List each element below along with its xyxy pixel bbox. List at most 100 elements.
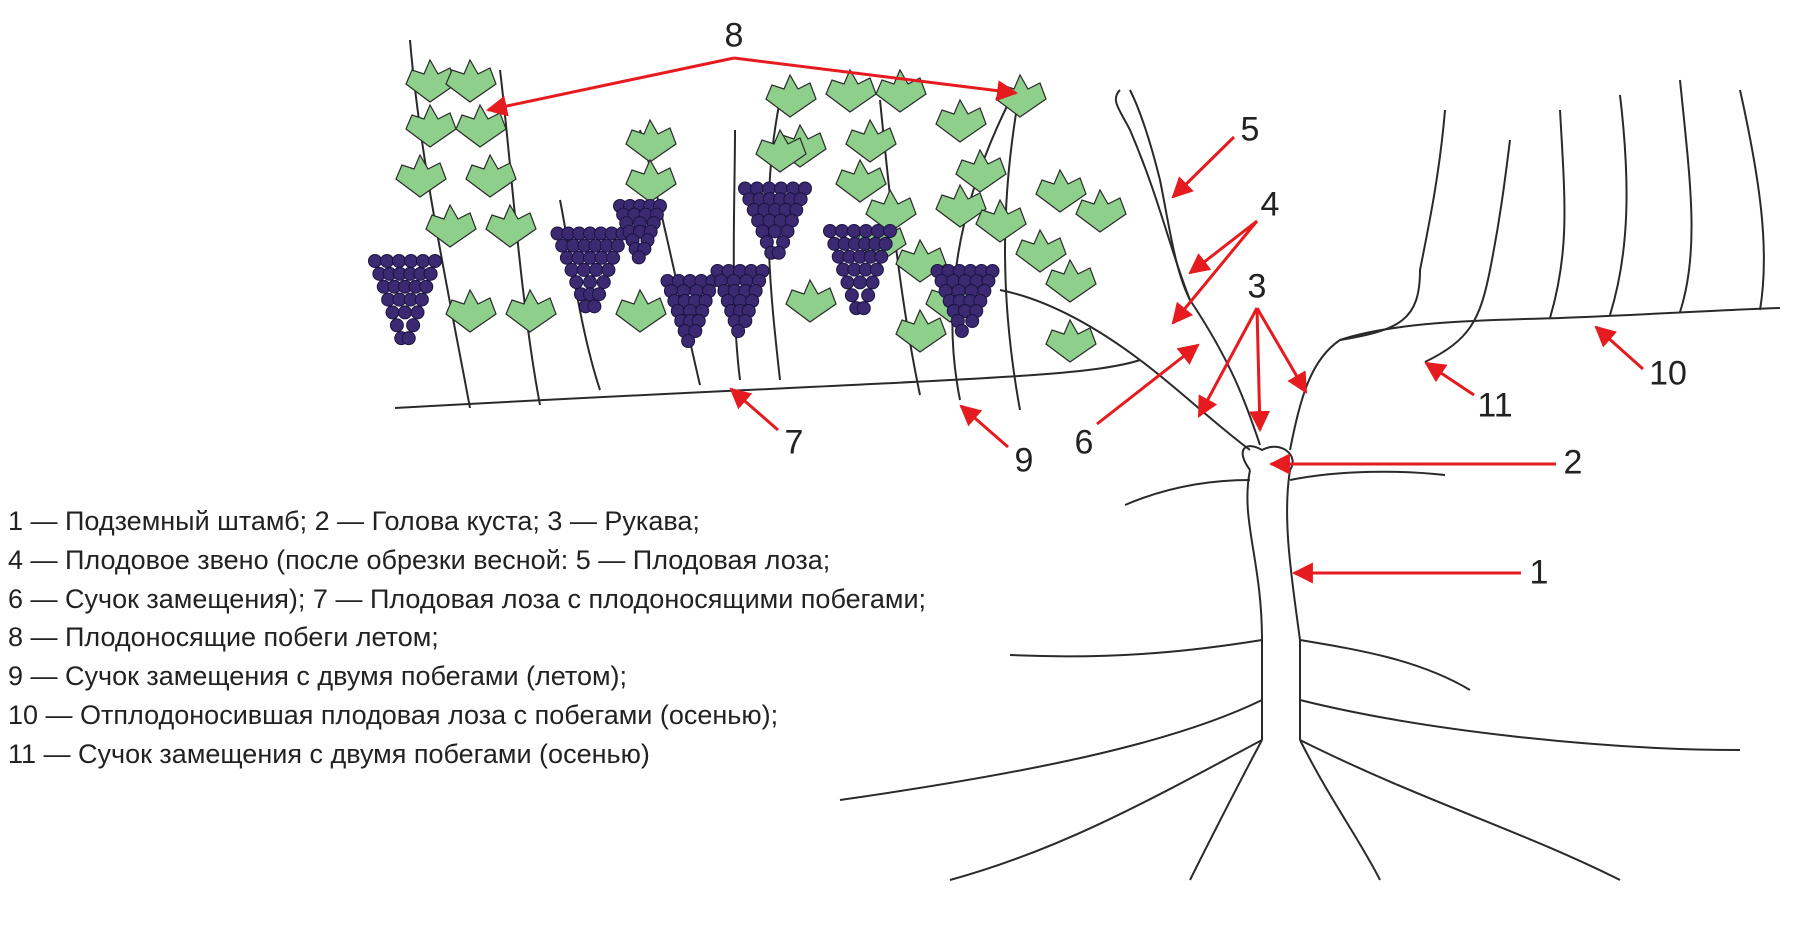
leaf xyxy=(765,73,817,118)
vine-stem xyxy=(1339,109,1446,341)
red-arrow xyxy=(729,387,779,432)
grape-berry xyxy=(606,250,621,265)
leaf xyxy=(615,288,667,333)
grape-berry xyxy=(416,254,430,268)
red-arrow xyxy=(733,56,1019,102)
leaf xyxy=(1015,228,1067,273)
grape-berry xyxy=(965,314,980,328)
grape-berry xyxy=(768,224,782,239)
leaf xyxy=(895,308,947,353)
leaf xyxy=(755,128,807,173)
vine-stem xyxy=(879,99,1011,401)
red-arrow xyxy=(1197,307,1259,418)
leaf xyxy=(1045,258,1097,303)
grape-berry xyxy=(681,334,696,348)
grape-berry xyxy=(871,224,885,238)
leaf xyxy=(395,153,447,198)
grape-berry xyxy=(385,305,400,320)
label-5: 5 xyxy=(1240,110,1260,149)
label-11: 11 xyxy=(1477,386,1513,425)
grape-berry xyxy=(601,262,616,277)
grape-berry xyxy=(401,331,416,346)
grape-berry xyxy=(571,250,586,265)
vine-stem xyxy=(999,289,1251,451)
vine-stem xyxy=(1289,307,1781,451)
grape-berry xyxy=(865,275,880,290)
grape-cluster xyxy=(710,264,770,338)
label-2: 2 xyxy=(1563,443,1583,482)
grape-berry xyxy=(954,324,969,338)
grape-berry xyxy=(878,236,893,251)
leaf xyxy=(1045,318,1097,363)
grape-cluster xyxy=(823,224,897,316)
leaf xyxy=(505,288,557,333)
vine-stem xyxy=(839,699,1741,801)
vine-stem xyxy=(1009,639,1471,691)
vine-stem xyxy=(1124,470,1446,506)
grape-berry xyxy=(406,318,421,333)
grape-berry xyxy=(840,275,855,290)
grape-berry xyxy=(861,288,876,303)
red-arrow xyxy=(1096,343,1200,426)
vine-stem xyxy=(1189,640,1381,881)
red-arrow xyxy=(1255,307,1308,394)
label-3: 3 xyxy=(1247,267,1267,306)
leaf xyxy=(405,103,457,148)
vine-stem xyxy=(394,359,1141,409)
leaf xyxy=(835,158,887,203)
label-6: 6 xyxy=(1074,423,1094,462)
grape-berry xyxy=(589,262,604,277)
grape-berry xyxy=(771,245,786,260)
leaf xyxy=(625,118,677,163)
leaf xyxy=(975,198,1027,243)
grape-berry xyxy=(731,324,746,338)
label-9: 9 xyxy=(1014,441,1034,480)
red-arrow xyxy=(1594,325,1644,371)
vine-stem xyxy=(1241,445,1294,471)
grape-berry xyxy=(410,305,425,320)
label-1: 1 xyxy=(1529,553,1549,592)
grape-berry xyxy=(404,254,418,268)
leaf xyxy=(935,98,987,143)
grape-berry xyxy=(844,288,859,303)
leaf xyxy=(445,58,497,103)
grape-berry xyxy=(869,262,884,277)
grape-cluster xyxy=(613,199,667,265)
vine-stem xyxy=(1004,89,1566,411)
grape-berry xyxy=(853,275,867,290)
leaf xyxy=(825,68,877,113)
legend-line: 4 — Плодовое звено (после обрезки весной… xyxy=(8,544,831,575)
grape-berry xyxy=(583,275,597,290)
grape-berry xyxy=(368,254,382,268)
leaf xyxy=(625,158,677,203)
label-4: 4 xyxy=(1260,185,1280,224)
leaf xyxy=(995,73,1047,118)
legend: 1 — Подземный штамб; 2 — Голова куста; 3… xyxy=(8,502,926,774)
legend-line: 6 — Сучок замещения); 7 — Плодовая лоза … xyxy=(8,583,927,614)
red-arrow xyxy=(1188,219,1258,275)
legend-line: 1 — Подземный штамб; 2 — Голова куста; 3… xyxy=(8,506,700,536)
grape-berry xyxy=(847,224,861,238)
grape-berry xyxy=(856,301,871,316)
leaf xyxy=(935,183,987,228)
grape-clusters xyxy=(368,181,1000,348)
leaf xyxy=(485,203,537,248)
leaf xyxy=(845,118,897,163)
red-arrow xyxy=(1424,361,1475,397)
grape-berry xyxy=(392,254,406,268)
grape-berry xyxy=(631,250,646,265)
red-arrow xyxy=(485,56,735,117)
vine-stem xyxy=(1246,469,1301,641)
leaf xyxy=(785,278,837,323)
grape-berry xyxy=(583,250,597,265)
grape-berry xyxy=(389,318,404,333)
vine-stem xyxy=(1424,139,1511,363)
grape-berry xyxy=(874,249,889,264)
leaf xyxy=(445,288,497,333)
grape-berry xyxy=(564,262,579,277)
grape-berry xyxy=(414,292,429,307)
red-arrow xyxy=(1171,135,1236,199)
grape-berry xyxy=(610,238,625,253)
grape-berry xyxy=(859,224,873,238)
